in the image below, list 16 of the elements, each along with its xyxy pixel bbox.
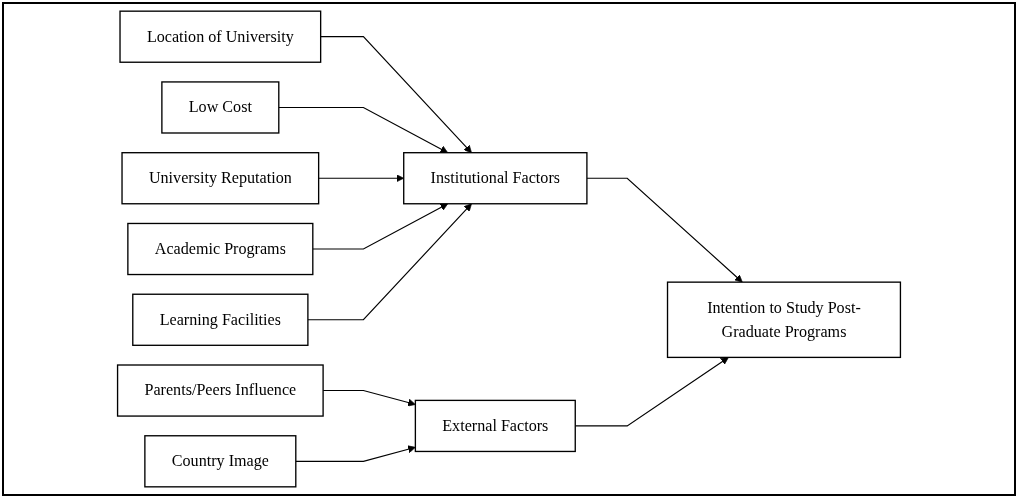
node-box: Intention to Study Post-Graduate Programs bbox=[666, 281, 902, 359]
arrow bbox=[278, 106, 449, 154]
node-box: University Reputation bbox=[121, 152, 320, 205]
node-box: Location of University bbox=[119, 10, 322, 63]
arrow bbox=[586, 177, 743, 283]
node-box: External Factors bbox=[414, 399, 576, 453]
node-box: Low Cost bbox=[161, 81, 280, 134]
node-box: Learning Facilities bbox=[132, 293, 309, 346]
node-box: Institutional Factors bbox=[403, 152, 588, 205]
node-box: Academic Programs bbox=[127, 222, 314, 276]
node-box: Parents/Peers Influence bbox=[116, 364, 324, 417]
arrow bbox=[295, 445, 416, 462]
arrow bbox=[312, 203, 449, 250]
node-box: Country Image bbox=[144, 435, 297, 488]
arrow bbox=[320, 36, 472, 154]
arrow bbox=[307, 203, 472, 321]
